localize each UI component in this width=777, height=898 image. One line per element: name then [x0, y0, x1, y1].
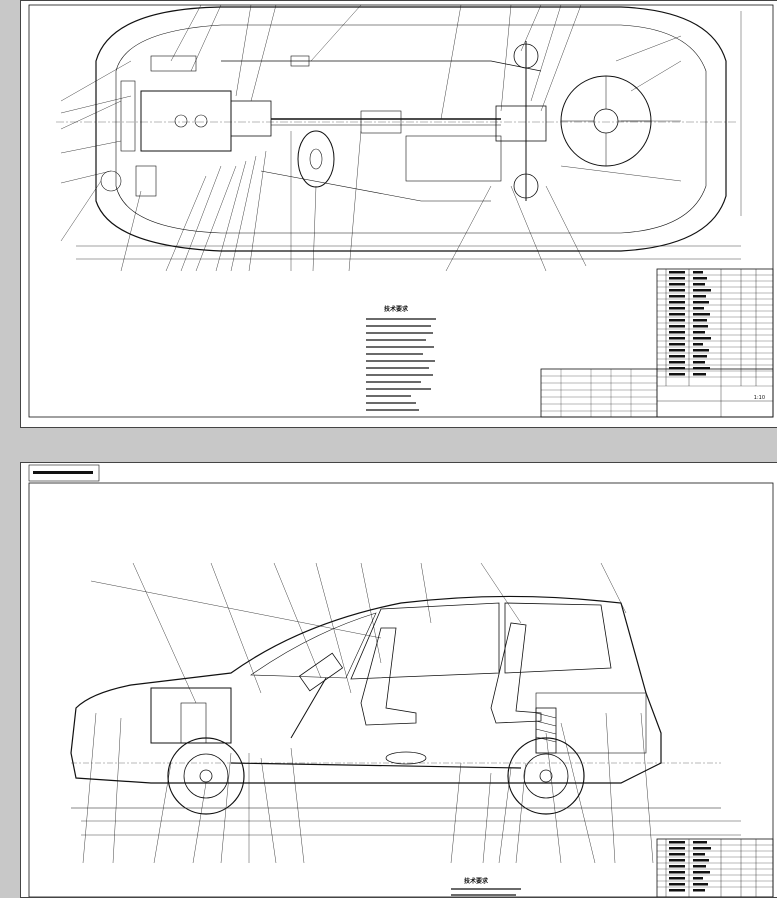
- rear-rim: [523, 753, 569, 799]
- vehicle-inner-outline-plan: [115, 24, 707, 234]
- leader-lines-top: [170, 4, 682, 182]
- cylinder-1: [174, 114, 188, 128]
- sheet-tag-fill: [33, 471, 93, 474]
- steering-wheel-side: [298, 652, 344, 692]
- parts-list-rows: [657, 274, 773, 387]
- drawing-sheet-side-view: 技术要求: [20, 462, 777, 898]
- bottom-parts-filled-cells: [669, 841, 711, 892]
- rear-right-hub: [513, 173, 539, 199]
- trunk-compartment: [535, 692, 647, 754]
- fuel-line: [221, 60, 542, 72]
- title-block: [540, 368, 774, 418]
- fuel-filter: [290, 55, 310, 67]
- drive-shaft-side: [230, 762, 522, 769]
- front-rim: [183, 753, 229, 799]
- top-notes-lines: [366, 318, 436, 411]
- steering-wheel: [297, 130, 335, 188]
- front-strut: [180, 702, 207, 744]
- engine-side: [150, 687, 232, 744]
- title-block-scale: 1:10: [754, 395, 765, 401]
- spare-wheel-hub: [593, 108, 619, 134]
- drawing-sheet-plan-view: 技术要求: [20, 0, 777, 428]
- vehicle-outline-plan: [95, 6, 727, 252]
- gearbox: [230, 100, 272, 137]
- rear-wheel: [507, 737, 585, 815]
- side-leader-lines-top: [90, 562, 627, 704]
- rear-hub: [539, 769, 553, 783]
- steering-hub: [309, 148, 323, 170]
- leader-lines-left: [60, 60, 132, 242]
- front-door-window: [350, 602, 500, 680]
- air-filter: [150, 55, 197, 72]
- rear-seat: [490, 622, 542, 724]
- inner-frame: [28, 4, 774, 418]
- side-view-drawing: 技术要求: [28, 464, 774, 897]
- windshield: [250, 612, 377, 679]
- steering-column: [290, 677, 327, 739]
- brake-line: [260, 170, 491, 202]
- front-hub: [199, 769, 213, 783]
- vehicle-outline-side: [70, 595, 662, 784]
- bottom-notes-heading: 技术要求: [464, 877, 489, 885]
- radiator: [120, 80, 136, 152]
- front-wheel: [167, 737, 245, 815]
- battery-cell: [100, 170, 122, 192]
- leader-lines-bottom: [120, 130, 587, 272]
- rear-coil-spring: [535, 707, 557, 754]
- bottom-parts-table: [656, 838, 774, 897]
- sheet-tag-box: [28, 464, 100, 482]
- inner-frame-bottom: [28, 482, 774, 897]
- parts-list-filled-cells: [669, 271, 711, 376]
- battery: [135, 165, 157, 197]
- bottom-notes-lines: [451, 888, 521, 896]
- engine-block: [140, 90, 232, 152]
- cylinder-2: [194, 114, 208, 128]
- side-leader-lines-bottom: [82, 712, 654, 864]
- front-seat: [360, 627, 417, 726]
- rear-door-window: [504, 602, 612, 674]
- fuel-tank: [405, 135, 502, 182]
- top-notes-heading: 技术要求: [384, 305, 409, 313]
- plan-view-drawing: 技术要求: [28, 4, 774, 418]
- rear-differential: [495, 105, 547, 142]
- exhaust-muffler: [385, 751, 427, 765]
